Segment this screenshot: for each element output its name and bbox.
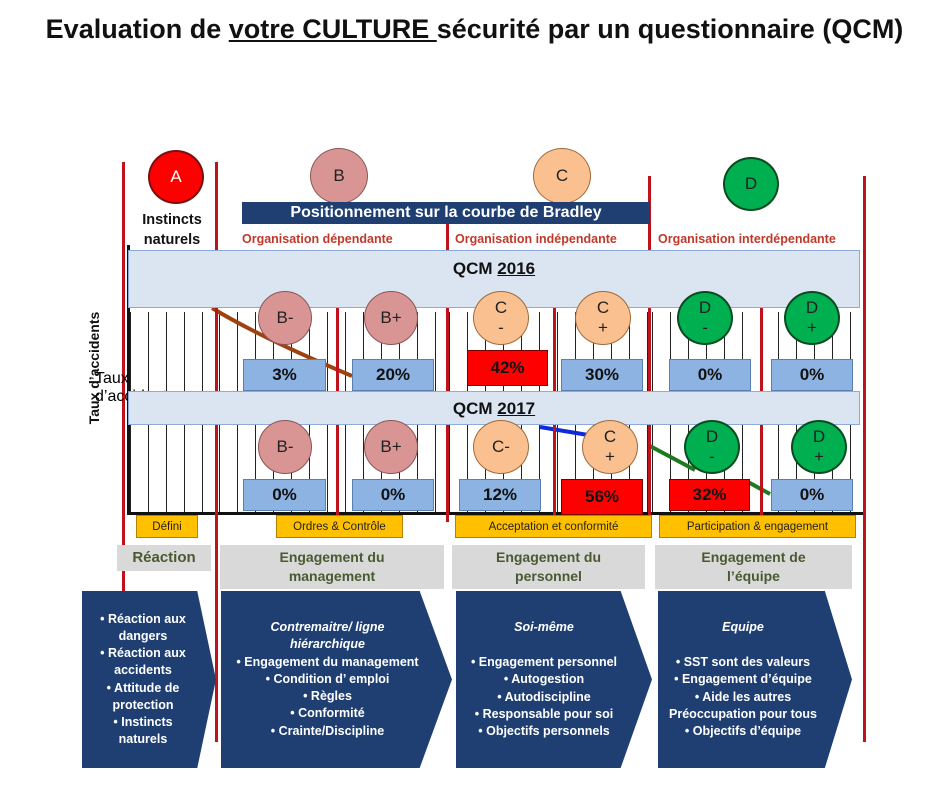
stage-circle-d: D <box>723 157 779 211</box>
reaction-stage-label: Instincts naturels <box>142 212 202 248</box>
phase-tag-participation: Participation & engagement <box>659 515 856 538</box>
divider-line-5 <box>863 176 866 742</box>
qcm-2017-band: QCM 2017 <box>128 391 860 425</box>
qcm-2016-level-b-plus: B+ <box>364 291 418 345</box>
qcm-2016-pct-d-plus: 0% <box>771 359 853 391</box>
arrow-panel-reaction: • Réaction aux dangers • Réaction aux ac… <box>82 591 216 768</box>
qcm-2016-level-d-plus: D + <box>784 291 840 345</box>
qcm-2016-pct-b-minus: 3% <box>243 359 326 391</box>
divider-line-4 <box>648 176 651 522</box>
org-label-dependante: Organisation dépendante <box>242 232 393 246</box>
y-axis-label-rotated: Taux d’accidents <box>86 311 102 425</box>
qcm-2016-level-c-plus: C + <box>575 291 631 345</box>
qcm-2017-pct-d-minus: 32% <box>669 479 750 511</box>
qcm-2016-level-c-minus: C - <box>473 291 529 345</box>
divider-line-2 <box>215 162 218 742</box>
stage-circle-b: B <box>310 148 368 204</box>
engagement-label-reaction: Réaction <box>117 545 211 571</box>
arrow-panel-personnel: Soi-même • Engagement personnel • Autoge… <box>456 591 652 768</box>
divider-line-3 <box>446 222 449 522</box>
curve-segment-d2 <box>747 480 771 496</box>
qcm-2016-pct-b-plus: 20% <box>352 359 434 391</box>
engagement-label-management: Engagement du management <box>220 545 444 589</box>
qcm-2017-pct-c-plus: 56% <box>561 479 643 515</box>
divider-line-1 <box>122 162 125 742</box>
stage-circle-c: C <box>533 148 591 204</box>
qcm-2017-pct-c-minus: 12% <box>459 479 541 511</box>
engagement-label-personnel: Engagement du personnel <box>452 545 645 589</box>
qcm-2016-level-b-minus: B- <box>258 291 312 345</box>
qcm-2017-pct-b-minus: 0% <box>243 479 326 511</box>
phase-tag-defini: Défini <box>136 515 198 538</box>
phase-tag-acceptation: Acceptation et conformité <box>455 515 652 538</box>
qcm-2017-level-b-minus: B- <box>258 420 312 474</box>
qcm-2016-pct-c-plus: 30% <box>561 359 643 391</box>
phase-tag-ordres-controle: Ordres & Contrôle <box>276 515 403 538</box>
qcm-2016-pct-c-minus: 42% <box>467 350 548 386</box>
qcm-2017-level-d-minus: D - <box>684 420 740 474</box>
qcm-2017-pct-b-plus: 0% <box>352 479 434 511</box>
bradley-banner: Positionnement sur la courbe de Bradley <box>242 202 650 224</box>
qcm-2016-level-d-minus: D - <box>677 291 733 345</box>
org-label-independante: Organisation indépendante <box>455 232 617 246</box>
qcm-2016-pct-d-minus: 0% <box>669 359 751 391</box>
stage-circle-a: A <box>148 150 204 204</box>
arrow-panel-equipe: Equipe • SST sont des valeurs • Engageme… <box>658 591 852 768</box>
qcm-2017-pct-d-plus: 0% <box>771 479 853 511</box>
page-title: Evaluation de votre CULTURE sécurité par… <box>45 14 904 44</box>
qcm-2017-level-b-plus: B+ <box>364 420 418 474</box>
qcm-2017-level-d-plus: D + <box>791 420 847 474</box>
y-axis <box>127 245 130 515</box>
engagement-label-equipe: Engagement de l’équipe <box>655 545 852 589</box>
qcm-2017-level-c-plus: C + <box>582 420 638 474</box>
x-axis <box>127 512 865 515</box>
arrow-panel-management: Contremaitre/ ligne hiérarchique • Engag… <box>221 591 452 768</box>
curve-segment-d <box>649 444 696 472</box>
org-label-interdependante: Organisation interdépendante <box>658 232 836 246</box>
qcm-2017-level-c-minus: C- <box>473 420 529 474</box>
